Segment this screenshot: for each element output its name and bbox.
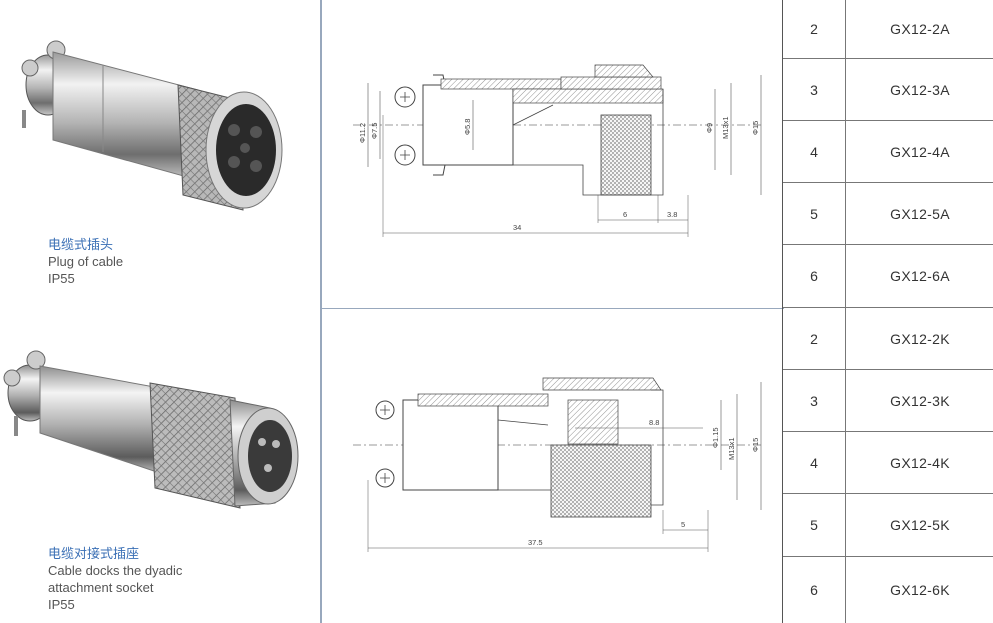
socket-drawing: 8.8 Φ1.15 M13x1 Φ15 5 37.5 — [353, 377, 763, 552]
plug-dim-d9: Φ9 — [705, 123, 714, 133]
socket-title-en-line1: Cable docks the dyadic — [48, 563, 183, 578]
table-row: 4 GX12-4A — [783, 121, 993, 183]
plug-dim-m13: M13x1 — [721, 116, 730, 139]
product-column: 电缆式插头 Plug of cable IP55 — [0, 0, 320, 623]
drawing-area: Φ11.2 Φ7.5 Φ5.8 Φ9 M13x1 Φ15 6 3.8 34 — [320, 0, 784, 623]
socket-title-cn: 电缆对接式插座 — [48, 546, 140, 561]
table-row: 2 GX12-2K — [783, 308, 993, 370]
model-cell: GX12-5A — [890, 205, 950, 222]
table-row: 3 GX12-3K — [783, 370, 993, 432]
product-plug: 电缆式插头 Plug of cable IP55 — [0, 0, 320, 310]
plug-title-en: Plug of cable — [48, 254, 124, 269]
plug-drawing: Φ11.2 Φ7.5 Φ5.8 Φ9 M13x1 Φ15 6 3.8 34 — [353, 64, 763, 237]
table-row: 2 GX12-2A — [783, 0, 993, 59]
table-row: 5 GX12-5K — [783, 494, 993, 557]
socket-dim-m13: M13x1 — [727, 437, 736, 460]
pin-count-cell: 4 — [783, 432, 846, 493]
pin-count-cell: 2 — [783, 0, 846, 58]
plug-dim-len-6: 6 — [623, 210, 627, 219]
socket-dim-len-37-5: 37.5 — [528, 538, 543, 547]
plug-rating: IP55 — [48, 271, 75, 286]
plug-dim-d15: Φ15 — [751, 121, 760, 135]
plug-dim-len-34: 34 — [513, 223, 521, 232]
socket-dim-len-5: 5 — [681, 520, 685, 529]
drawing-divider — [322, 308, 784, 309]
model-cell: GX12-6K — [890, 582, 950, 598]
model-cell: GX12-2K — [890, 330, 950, 347]
plug-dim-len-3-8: 3.8 — [667, 210, 677, 219]
plug-dim-d11-2: Φ11.2 — [358, 123, 367, 143]
model-table: 2 GX12-2A 3 GX12-3A 4 GX12-4A 5 GX12-5A … — [782, 0, 993, 623]
model-cell: GX12-3K — [890, 392, 950, 409]
plug-dim-d5-8: Φ5.8 — [463, 119, 472, 135]
socket-rating: IP55 — [48, 597, 75, 612]
plug-photo — [21, 40, 283, 211]
socket-caption: 电缆对接式插座 Cable docks the dyadic attachmen… — [48, 545, 182, 613]
model-cell: GX12-5K — [890, 517, 950, 533]
table-row: 6 GX12-6A — [783, 245, 993, 308]
model-cell: GX12-3A — [890, 81, 950, 98]
pin-count-cell: 4 — [783, 121, 846, 182]
pin-count-cell: 6 — [783, 557, 846, 623]
table-row: 4 GX12-4K — [783, 432, 993, 494]
plug-caption: 电缆式插头 Plug of cable IP55 — [48, 236, 123, 287]
pin-count-cell: 2 — [783, 308, 846, 369]
plug-dim-d7-5: Φ7.5 — [370, 123, 379, 139]
model-cell: GX12-6A — [890, 268, 950, 284]
socket-dim-d15: Φ15 — [751, 438, 760, 452]
socket-dim-len-8-8: 8.8 — [649, 418, 659, 427]
model-cell: GX12-4A — [890, 143, 950, 160]
socket-dim-d1-15: Φ1.15 — [711, 427, 720, 448]
socket-title-en-line2: attachment socket — [48, 580, 154, 595]
model-cell: GX12-4K — [890, 454, 950, 471]
model-cell: GX12-2A — [890, 21, 950, 37]
table-row: 5 GX12-5A — [783, 183, 993, 245]
table-row: 3 GX12-3A — [783, 59, 993, 121]
pin-count-cell: 6 — [783, 245, 846, 307]
socket-photo — [3, 350, 299, 509]
pin-count-cell: 5 — [783, 183, 846, 244]
pin-count-cell: 3 — [783, 370, 846, 431]
product-socket: 电缆对接式插座 Cable docks the dyadic attachmen… — [0, 310, 320, 623]
pin-count-cell: 5 — [783, 494, 846, 556]
plug-title-cn: 电缆式插头 — [48, 237, 114, 252]
pin-count-cell: 3 — [783, 59, 846, 120]
table-row: 6 GX12-6K — [783, 557, 993, 623]
